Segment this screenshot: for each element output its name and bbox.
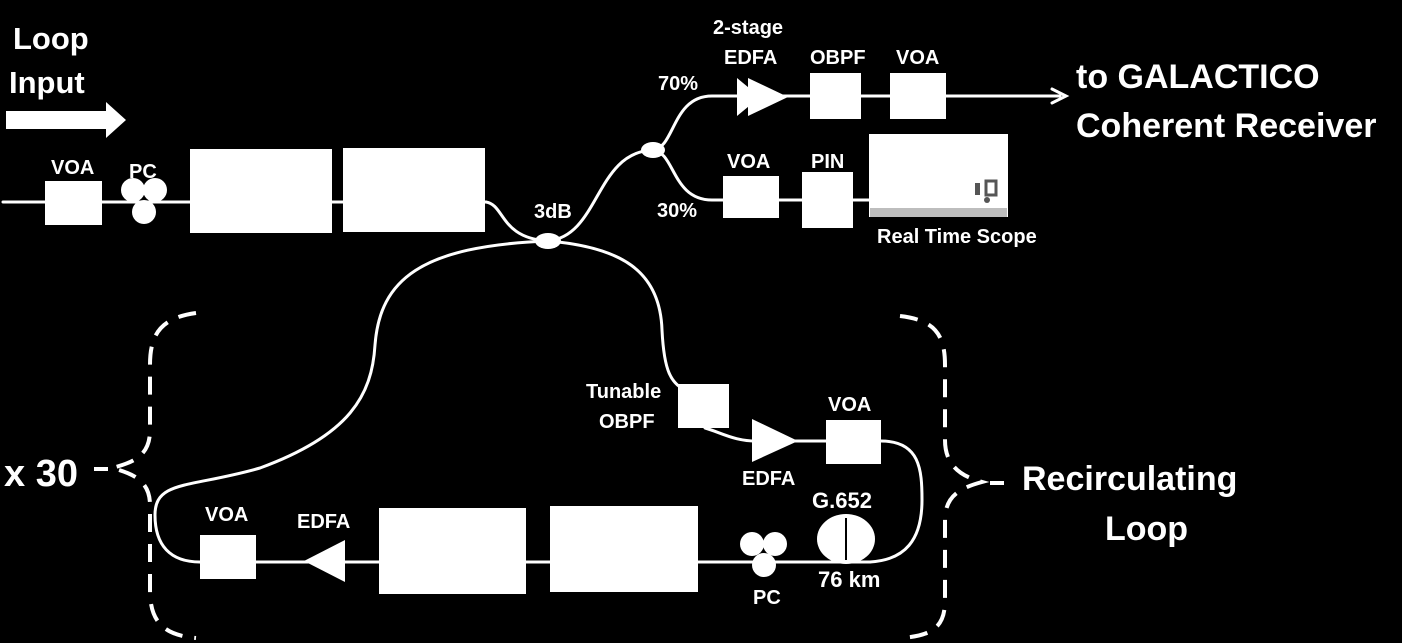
voa-out-label: VOA bbox=[896, 47, 939, 69]
coupler-3db-label: 3dB bbox=[534, 201, 572, 223]
edfa-2stage-label-line1: 2-stage bbox=[713, 17, 783, 39]
pin-label: PIN bbox=[811, 151, 844, 173]
receiver-label-line2: Coherent Receiver bbox=[1076, 107, 1376, 145]
left-brace bbox=[104, 311, 197, 640]
voa-input-box bbox=[45, 181, 102, 225]
voa-scope-label: VOA bbox=[727, 151, 770, 173]
loop-input-label-line2: Input bbox=[9, 65, 85, 100]
recirc-label-line1: Recirculating bbox=[1022, 460, 1237, 498]
voa-loop-top-label: VOA bbox=[828, 394, 871, 416]
recirc-label-line2: Loop bbox=[1105, 510, 1188, 548]
edfa-2stage-label-line2: EDFA bbox=[724, 47, 777, 69]
input-module-2-box bbox=[343, 148, 485, 232]
voa-scope-box bbox=[723, 176, 779, 218]
fiber-type-label: G.652 bbox=[812, 488, 872, 513]
voa-out-box bbox=[890, 73, 946, 119]
obpf-out-label: OBPF bbox=[810, 47, 866, 69]
edfa-loop-bottom-label: EDFA bbox=[297, 511, 350, 533]
edfa-2stage-icon bbox=[737, 78, 788, 116]
scope-knobs-icon bbox=[975, 179, 998, 203]
pc-loop-label: PC bbox=[753, 587, 781, 609]
voa-input-label: VOA bbox=[51, 157, 94, 179]
fiber-loop-return bbox=[153, 239, 550, 564]
loop-input-arrow bbox=[6, 102, 126, 138]
pc-input-icon bbox=[121, 178, 167, 224]
pc-input-label: PC bbox=[129, 161, 157, 183]
loop-module-2-box bbox=[550, 506, 698, 592]
loop-module-1-box bbox=[379, 508, 526, 594]
tunable-obpf-label-line1: Tunable bbox=[586, 381, 661, 403]
tunable-obpf-box bbox=[678, 384, 729, 428]
coupler-3db bbox=[535, 233, 561, 249]
fiber-spool-icon bbox=[817, 514, 875, 564]
edfa-loop-top-label: EDFA bbox=[742, 468, 795, 490]
fiber-loop-to-obpf bbox=[546, 239, 692, 394]
voa-loop-bottom-label: VOA bbox=[205, 504, 248, 526]
real-time-scope-box bbox=[869, 134, 1008, 217]
tunable-obpf-label-line2: OBPF bbox=[599, 411, 655, 433]
fiber-length-label: 76 km bbox=[818, 567, 880, 592]
pin-box bbox=[802, 172, 853, 228]
split-70-label: 70% bbox=[658, 73, 698, 95]
voa-loop-top-box bbox=[826, 420, 881, 464]
loop-input-label-line1: Loop bbox=[13, 21, 89, 56]
fiber-coupler-to-splitter bbox=[546, 148, 655, 243]
receiver-arrowhead bbox=[1050, 87, 1070, 105]
edfa-loop-top-icon bbox=[752, 419, 798, 462]
edfa-loop-bottom-icon bbox=[304, 540, 345, 582]
pc-loop-icon bbox=[740, 532, 787, 577]
scope-screen bbox=[870, 208, 1007, 217]
fiber-loop-right bbox=[868, 439, 924, 564]
voa-loop-bottom-box bbox=[200, 535, 256, 579]
obpf-out-box bbox=[810, 73, 861, 119]
count-label: x 30 bbox=[4, 453, 78, 495]
receiver-label-line1: to GALACTICO bbox=[1076, 58, 1320, 96]
input-module-1-box bbox=[190, 149, 332, 233]
scope-label: Real Time Scope bbox=[877, 226, 1037, 248]
right-brace bbox=[899, 314, 990, 640]
fiber-input-to-coupler bbox=[484, 200, 550, 243]
splitter-coupler bbox=[641, 142, 665, 158]
split-30-label: 30% bbox=[657, 200, 697, 222]
